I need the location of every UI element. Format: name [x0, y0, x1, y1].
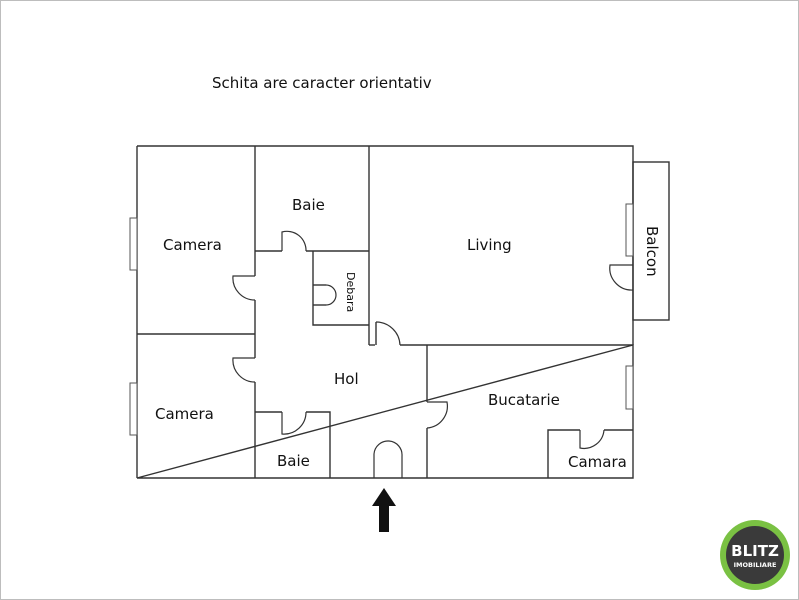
window-living [625, 203, 634, 257]
windows [129, 203, 634, 436]
room-label-camera-bottom: Camera [155, 405, 214, 423]
room-label-debara: Debara [344, 272, 357, 312]
room-label-baie-top: Baie [292, 196, 325, 214]
window-camera-bottom [129, 382, 138, 436]
blitz-logo: BLITZ IMOBILIARE [720, 520, 790, 590]
door-baie-top [281, 230, 307, 252]
room-label-bucatarie: Bucatarie [488, 391, 560, 409]
logo-subtitle: IMOBILIARE [734, 561, 777, 569]
door-entrance [373, 440, 403, 478]
room-label-baie-bottom: Baie [277, 452, 310, 470]
window-bucatarie [625, 365, 634, 410]
room-label-hol: Hol [334, 370, 359, 388]
door-camera-bottom [232, 357, 256, 383]
room-label-camera-top: Camera [163, 236, 222, 254]
door-camara [579, 429, 605, 450]
room-label-camara: Camara [568, 453, 627, 471]
door-baie-bottom [281, 411, 307, 435]
door-bucatarie [426, 401, 448, 429]
door-balcon [609, 264, 634, 291]
door-camera-top [232, 275, 256, 301]
room-label-balcon: Balcon [643, 226, 661, 277]
outer-walls [136, 145, 634, 479]
interior-walls [137, 146, 633, 478]
logo-name: BLITZ [731, 542, 779, 560]
door-living [375, 321, 401, 346]
room-label-living: Living [467, 236, 512, 254]
window-camera-top [129, 217, 138, 271]
door-swings [232, 230, 634, 478]
arrow-up-icon [372, 488, 396, 532]
disclaimer-note: Schita are caracter orientativ [212, 74, 432, 92]
door-debara [325, 284, 337, 306]
